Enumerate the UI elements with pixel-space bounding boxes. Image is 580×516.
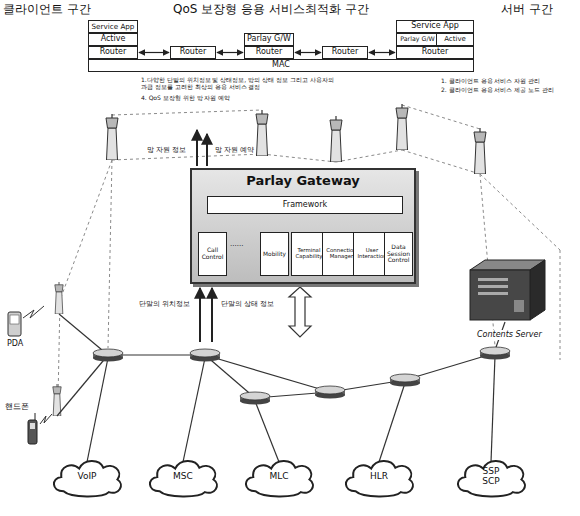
router-layer: Router — [88, 46, 138, 59]
network-cloud: VoIP — [48, 456, 126, 498]
router-icon — [315, 386, 345, 399]
router-icon — [240, 392, 270, 405]
node-text: Parlay Gateway — [192, 170, 414, 188]
section-title: 클라이언트 구간 — [2, 2, 92, 16]
router-layer: Router — [396, 46, 474, 59]
server-icon — [470, 260, 545, 320]
node-text: Router — [332, 48, 359, 57]
node-text: MSC — [173, 472, 193, 482]
node-text: Data Session Control — [387, 244, 410, 264]
signal-label: 단말의 위치정보 — [138, 300, 191, 308]
device-label: PDA — [6, 339, 24, 349]
base-station — [396, 104, 408, 150]
node-text: Parlay G/W — [247, 35, 291, 44]
annotation-note: 1.다양한 단말의 위치정보 및 상태정보, 망의 상태 정보 그리고 사용자의… — [140, 76, 342, 90]
protocol-layer: Active — [436, 33, 474, 46]
section-title: QoS 보장형 응용 서비스최적화 구간 — [172, 2, 370, 16]
node-text: Mobility — [263, 251, 286, 257]
api-box: Data Session Control — [384, 232, 413, 276]
node-text: Service App — [411, 22, 459, 31]
protocol-layer: Active — [88, 33, 138, 46]
node-text: MLC — [269, 472, 288, 482]
base-station — [474, 128, 486, 174]
pda-icon — [8, 306, 44, 336]
node-text: VoIP — [77, 472, 96, 482]
annotation-note: 2. 클라이언트 응용 서비스 제공 노드 관리 — [440, 86, 578, 93]
signal-label: 단말의 상태 정보 — [220, 300, 275, 308]
node-text: HLR — [370, 472, 388, 482]
phone-icon — [28, 413, 52, 444]
node-text: Active — [101, 35, 126, 44]
network-cloud: HLR — [340, 456, 418, 498]
node-text: SSP SCP — [477, 467, 505, 487]
link-arrow — [295, 52, 321, 53]
protocol-layer: Parlay G/W — [244, 33, 294, 46]
protocol-layer: Service App — [396, 20, 474, 33]
router-icon — [480, 347, 510, 360]
router-icon — [390, 374, 420, 387]
network-link — [57, 314, 505, 462]
protocol-layer: Service App — [88, 20, 138, 33]
node-text: Router — [100, 48, 127, 57]
node-text: Router — [256, 48, 283, 57]
node-text: Router — [422, 48, 449, 57]
coverage-mesh — [58, 105, 560, 400]
base-station — [106, 114, 118, 160]
node-text: Terminal Capability — [294, 248, 324, 260]
protocol-layer: Parlay G/W — [396, 33, 439, 46]
link-arrow — [139, 52, 169, 53]
link-arrow — [369, 52, 395, 53]
node-text: Framework — [283, 201, 327, 210]
router-layer: Router — [244, 46, 294, 59]
section-title: 서버 구간 — [500, 2, 554, 16]
api-box: Call Control — [198, 232, 227, 276]
device-label: 핸드폰 — [4, 402, 30, 412]
router-layer: Router — [170, 46, 216, 59]
node-text: Router — [180, 48, 207, 57]
network-cloud: MSC — [144, 456, 222, 498]
network-cloud: SSP SCP — [452, 456, 530, 498]
framework-box: Framework — [207, 196, 403, 214]
node-text: MAC — [272, 61, 290, 70]
ellipsis-mark: ...... — [229, 240, 244, 248]
router-icon — [93, 349, 123, 362]
signal-label: 망 자원 정보 — [146, 146, 187, 154]
mac-layer: MAC — [88, 59, 474, 72]
link-arrow — [217, 52, 243, 53]
base-station — [256, 110, 268, 156]
node-text: Service App — [92, 23, 135, 31]
node-text: Parlay G/W — [400, 36, 435, 43]
node-text: Active — [444, 36, 466, 44]
signal-label: 망 자원 예약 — [214, 146, 255, 154]
base-station — [330, 116, 342, 162]
router-layer: Router — [322, 46, 368, 59]
gateway-box: FrameworkCall Control Mobility Terminal Ca… — [190, 168, 416, 284]
node-text: Call Control — [201, 247, 224, 260]
annotation-note: 4. QoS 보장형 위한 망 자원 예약 — [140, 94, 342, 101]
base-station — [53, 384, 61, 416]
router-icon — [190, 349, 220, 362]
annotation-note: 1. 클라이언트 응용 서비스 자원 관리 — [440, 77, 578, 84]
exchange-arrow — [289, 287, 311, 337]
network-cloud: MLC — [240, 456, 318, 498]
device-label: Contents Server — [476, 330, 543, 340]
base-station — [55, 282, 63, 314]
api-box: Mobility — [260, 232, 289, 276]
